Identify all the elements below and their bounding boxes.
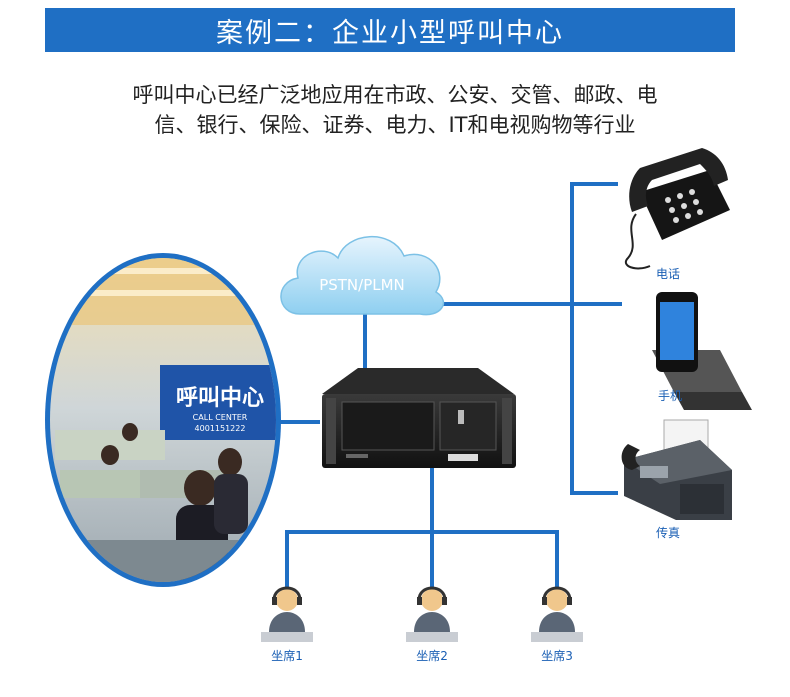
desk-phone-icon bbox=[625, 148, 730, 270]
agent-bus bbox=[285, 530, 559, 590]
device-label-mobile: 手机 bbox=[658, 389, 682, 403]
agent-1: 坐席1 bbox=[261, 586, 313, 663]
intro-line-2: 信、银行、保险、证券、电力、IT和电视购物等行业 bbox=[154, 113, 636, 137]
pstn-cloud: PSTN/PLMN bbox=[280, 235, 444, 316]
fax-machine-icon bbox=[621, 419, 732, 520]
agent-label-2: 坐席2 bbox=[416, 648, 448, 663]
agent-3: 坐席3 bbox=[531, 586, 583, 663]
sign-phone: 4001151222 bbox=[195, 424, 246, 433]
sign-text: 呼叫中心 bbox=[176, 386, 264, 411]
intro-text: 呼叫中心已经广泛地应用在市政、公安、交管、邮政、电 信、银行、保险、证券、电力、… bbox=[60, 80, 730, 140]
page-title: 案例二：企业小型呼叫中心 bbox=[216, 17, 564, 49]
agent-headset-icon bbox=[531, 586, 583, 642]
agent-label-3: 坐席3 bbox=[541, 648, 573, 663]
server-icon bbox=[322, 368, 516, 468]
device-label-fax: 传真 bbox=[656, 525, 680, 540]
call-center-photo: 呼叫中心 CALL CENTER 4001151222 bbox=[45, 253, 281, 587]
cloud-label: PSTN/PLMN bbox=[319, 276, 405, 294]
sign-sub: CALL CENTER bbox=[193, 413, 248, 422]
connection-lines bbox=[275, 182, 622, 590]
agent-2: 坐席2 bbox=[406, 586, 458, 663]
device-bus bbox=[570, 182, 618, 495]
agent-label-1: 坐席1 bbox=[271, 648, 303, 663]
device-label-phone: 电话 bbox=[656, 267, 680, 281]
intro-line-1: 呼叫中心已经广泛地应用在市政、公安、交管、邮政、电 bbox=[132, 83, 658, 107]
mobile-phone-icon bbox=[652, 292, 752, 410]
agent-headset-icon bbox=[261, 586, 313, 642]
agent-headset-icon bbox=[406, 586, 458, 642]
title-banner: 案例二：企业小型呼叫中心 bbox=[45, 8, 735, 52]
